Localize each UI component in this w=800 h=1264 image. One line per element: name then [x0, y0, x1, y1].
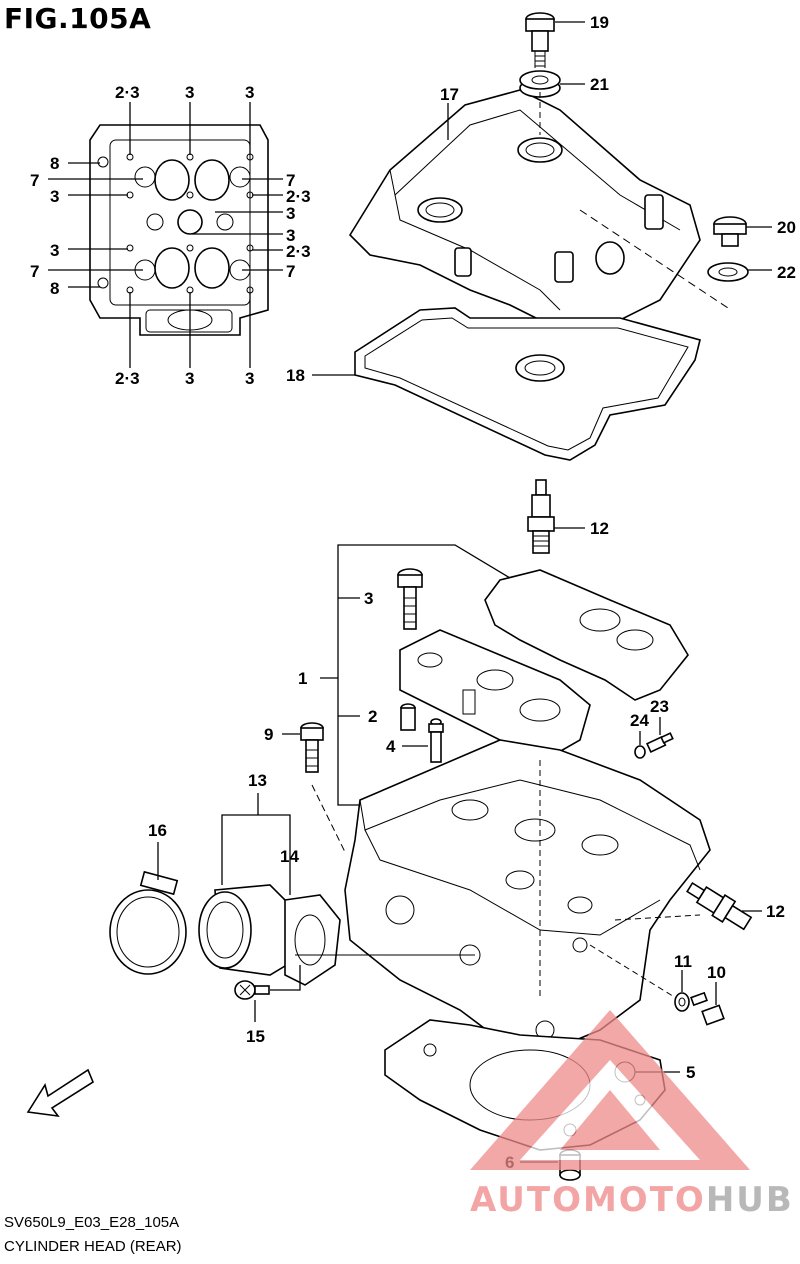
watermark-part-1: AUTOMOTO: [470, 1180, 706, 1220]
washer-11: [674, 992, 690, 1012]
inset-callout-bottom-2: 3: [185, 369, 194, 388]
gasket-18: [354, 307, 701, 461]
screw-15: [234, 980, 270, 1000]
centerline-9: [311, 784, 346, 853]
group-bracket-13: [221, 814, 291, 895]
grommet-21: [519, 70, 561, 98]
callout-12-side: 12: [766, 902, 785, 921]
callout-3: 3: [364, 589, 373, 608]
callout-19: 19: [590, 13, 609, 32]
callout-11: 11: [674, 952, 692, 971]
dowel-pin-2: [400, 703, 416, 731]
callout-21: 21: [590, 75, 609, 94]
centerline-10: [589, 944, 677, 999]
intake-pipe-13: [198, 884, 296, 976]
callout-24: 24: [630, 711, 649, 730]
inset-callout-top-1: 2·3: [115, 83, 140, 102]
figure-title: FIG.105A: [4, 2, 152, 35]
inset-callout-right-2: 2·3: [286, 187, 311, 206]
cylinder-head: [344, 739, 711, 1056]
callout-13: 13: [248, 771, 267, 790]
clamp-16: [109, 870, 187, 975]
leader-15-a: [270, 965, 301, 991]
inset-callout-left-1: 8: [50, 154, 59, 173]
camshaft-housing: [399, 569, 689, 761]
bolt-3: [397, 568, 423, 630]
inset-callout-left-3: 3: [50, 187, 59, 206]
watermark-text: AUTOMOTOHUB: [470, 1180, 794, 1220]
centerline-20: [579, 209, 729, 309]
callout-10: 10: [707, 963, 726, 982]
callout-5: 5: [686, 1063, 695, 1082]
callout-2: 2: [368, 707, 377, 726]
inset-callout-top-2: 3: [185, 83, 194, 102]
callout-9: 9: [264, 725, 273, 744]
callout-15: 15: [246, 1027, 265, 1046]
forward-arrow-icon: [26, 1068, 94, 1118]
inset-callout-right-1: 7: [286, 171, 295, 190]
inset-leader-lines: [48, 102, 283, 368]
bolt-19: [525, 12, 555, 68]
o-ring-24: [634, 745, 646, 759]
inset-callout-left-2: 7: [30, 171, 39, 190]
inset-callout-bottom-3: 3: [245, 369, 254, 388]
callout-1: 1: [298, 669, 307, 688]
callout-17: 17: [440, 85, 459, 104]
inset-callout-left-5: 7: [30, 262, 39, 281]
cylinder-head-cover: [348, 89, 701, 331]
figure-caption: CYLINDER HEAD (REAR): [4, 1238, 182, 1255]
model-code: SV650L9_E03_E28_105A: [4, 1214, 180, 1231]
inset-callout-right-3: 3: [286, 204, 295, 223]
cylinder-head-top-view: 2·3 3 3 8 7 3 3 7 8 7 2·3 3 3 2·3 7 2·3 …: [30, 83, 311, 388]
bolt-9: [300, 722, 324, 773]
inset-callout-left-4: 3: [50, 241, 59, 260]
bolt-holes: [97, 153, 254, 294]
plug-23: [645, 732, 674, 753]
group-bracket-1: [320, 544, 511, 806]
watermark-logo-icon: [470, 1010, 750, 1170]
inset-callout-top-3: 3: [245, 83, 254, 102]
callout-14: 14: [280, 847, 299, 866]
inset-callout-bottom-1: 2·3: [115, 369, 140, 388]
callout-12-top: 12: [590, 519, 609, 538]
callout-16: 16: [148, 821, 167, 840]
bolt-20: [713, 216, 747, 247]
inset-callout-right-6: 7: [286, 262, 295, 281]
intake-flange-14: [284, 894, 341, 986]
callout-23: 23: [650, 697, 669, 716]
callout-22: 22: [777, 263, 796, 282]
bolt-10: [690, 991, 725, 1026]
callout-20: 20: [777, 218, 796, 237]
callout-4: 4: [386, 737, 396, 756]
inset-callout-left-6: 8: [50, 279, 59, 298]
spark-plug-12-side: [686, 881, 753, 931]
watermark-part-2: HUB: [705, 1180, 794, 1220]
centerline-12-side: [614, 914, 701, 921]
callout-18: 18: [286, 366, 305, 385]
washer-22: [707, 262, 749, 282]
spark-plug-12-top: [527, 479, 555, 554]
pin-4: [428, 718, 444, 763]
inset-callout-right-5: 2·3: [286, 242, 311, 261]
inset-callout-right-4: 3: [286, 226, 295, 245]
